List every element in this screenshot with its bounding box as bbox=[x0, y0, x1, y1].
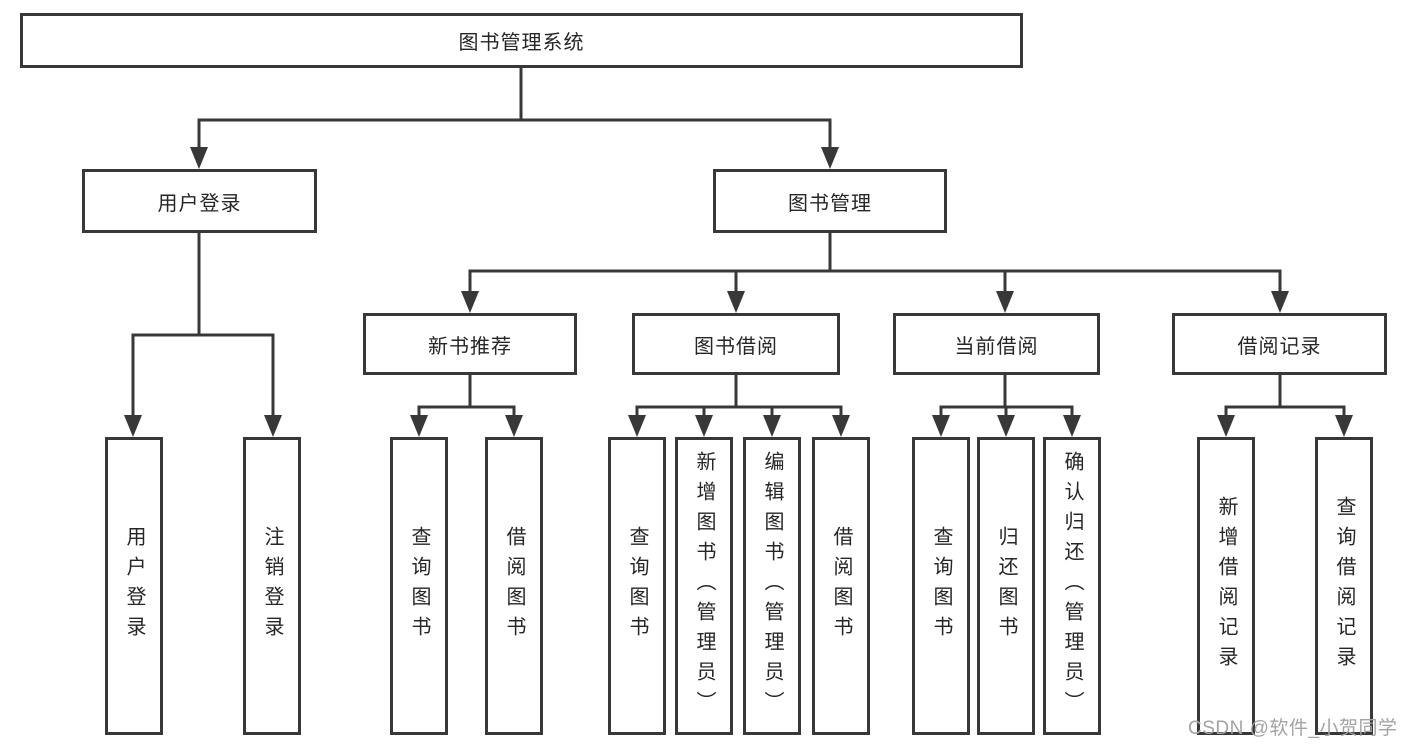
leaf-query-books-recommend-label: 查询图书 bbox=[408, 526, 430, 646]
connector-book-borrow-split bbox=[628, 375, 850, 437]
leaf-user-login-label: 用户登录 bbox=[123, 526, 145, 646]
leaf-add-borrow-record: 新增借阅记录 bbox=[1197, 437, 1255, 735]
leaf-query-books-recommend: 查询图书 bbox=[390, 437, 448, 735]
leaf-query-borrow-record-label: 查询借阅记录 bbox=[1333, 496, 1355, 676]
leaf-query-books-current: 查询图书 bbox=[912, 437, 970, 735]
connector-user-login-split bbox=[124, 233, 282, 437]
node-root: 图书管理系统 bbox=[20, 13, 1023, 68]
leaf-borrow-books-recommend: 借阅图书 bbox=[485, 437, 543, 735]
node-borrow-records: 借阅记录 bbox=[1172, 313, 1387, 375]
leaf-borrow-books-recommend-label: 借阅图书 bbox=[503, 526, 525, 646]
csdn-watermark: CSDN @软件_小贺同学 bbox=[1188, 718, 1398, 739]
leaf-query-books-borrow-label: 查询图书 bbox=[626, 526, 648, 646]
connector-current-borrow-split bbox=[932, 375, 1081, 437]
leaf-user-login: 用户登录 bbox=[105, 437, 163, 735]
node-current-borrow: 当前借阅 bbox=[893, 313, 1100, 375]
leaf-edit-book-admin-label: 编辑图书（管理员） bbox=[761, 451, 783, 721]
leaf-confirm-return-admin: 确认归还（管理员） bbox=[1043, 437, 1101, 735]
leaf-add-book-admin-label: 新增图书（管理员） bbox=[693, 451, 715, 721]
leaf-add-borrow-record-label: 新增借阅记录 bbox=[1215, 496, 1237, 676]
leaf-query-books-borrow: 查询图书 bbox=[608, 437, 666, 735]
leaf-add-book-admin: 新增图书（管理员） bbox=[675, 437, 733, 735]
leaf-logout: 注销登录 bbox=[243, 437, 301, 735]
leaf-query-borrow-record: 查询借阅记录 bbox=[1315, 437, 1373, 735]
leaf-edit-book-admin: 编辑图书（管理员） bbox=[743, 437, 801, 735]
node-book-borrow: 图书借阅 bbox=[632, 313, 840, 375]
connector-root-split bbox=[190, 68, 839, 169]
connector-new-book-recommend-split bbox=[410, 375, 523, 437]
leaf-return-book-label: 归还图书 bbox=[995, 526, 1017, 646]
leaf-logout-label: 注销登录 bbox=[261, 526, 283, 646]
leaf-borrow-books-label: 借阅图书 bbox=[830, 526, 852, 646]
node-new-book-recommend: 新书推荐 bbox=[363, 313, 577, 375]
leaf-query-books-current-label: 查询图书 bbox=[930, 526, 952, 646]
node-user-login-branch: 用户登录 bbox=[82, 169, 317, 233]
leaf-confirm-return-admin-label: 确认归还（管理员） bbox=[1061, 451, 1083, 721]
connector-book-management-split bbox=[461, 233, 1289, 313]
node-book-management-branch: 图书管理 bbox=[713, 169, 947, 233]
connector-borrow-records-split bbox=[1217, 375, 1353, 437]
leaf-borrow-books: 借阅图书 bbox=[812, 437, 870, 735]
leaf-return-book: 归还图书 bbox=[977, 437, 1035, 735]
